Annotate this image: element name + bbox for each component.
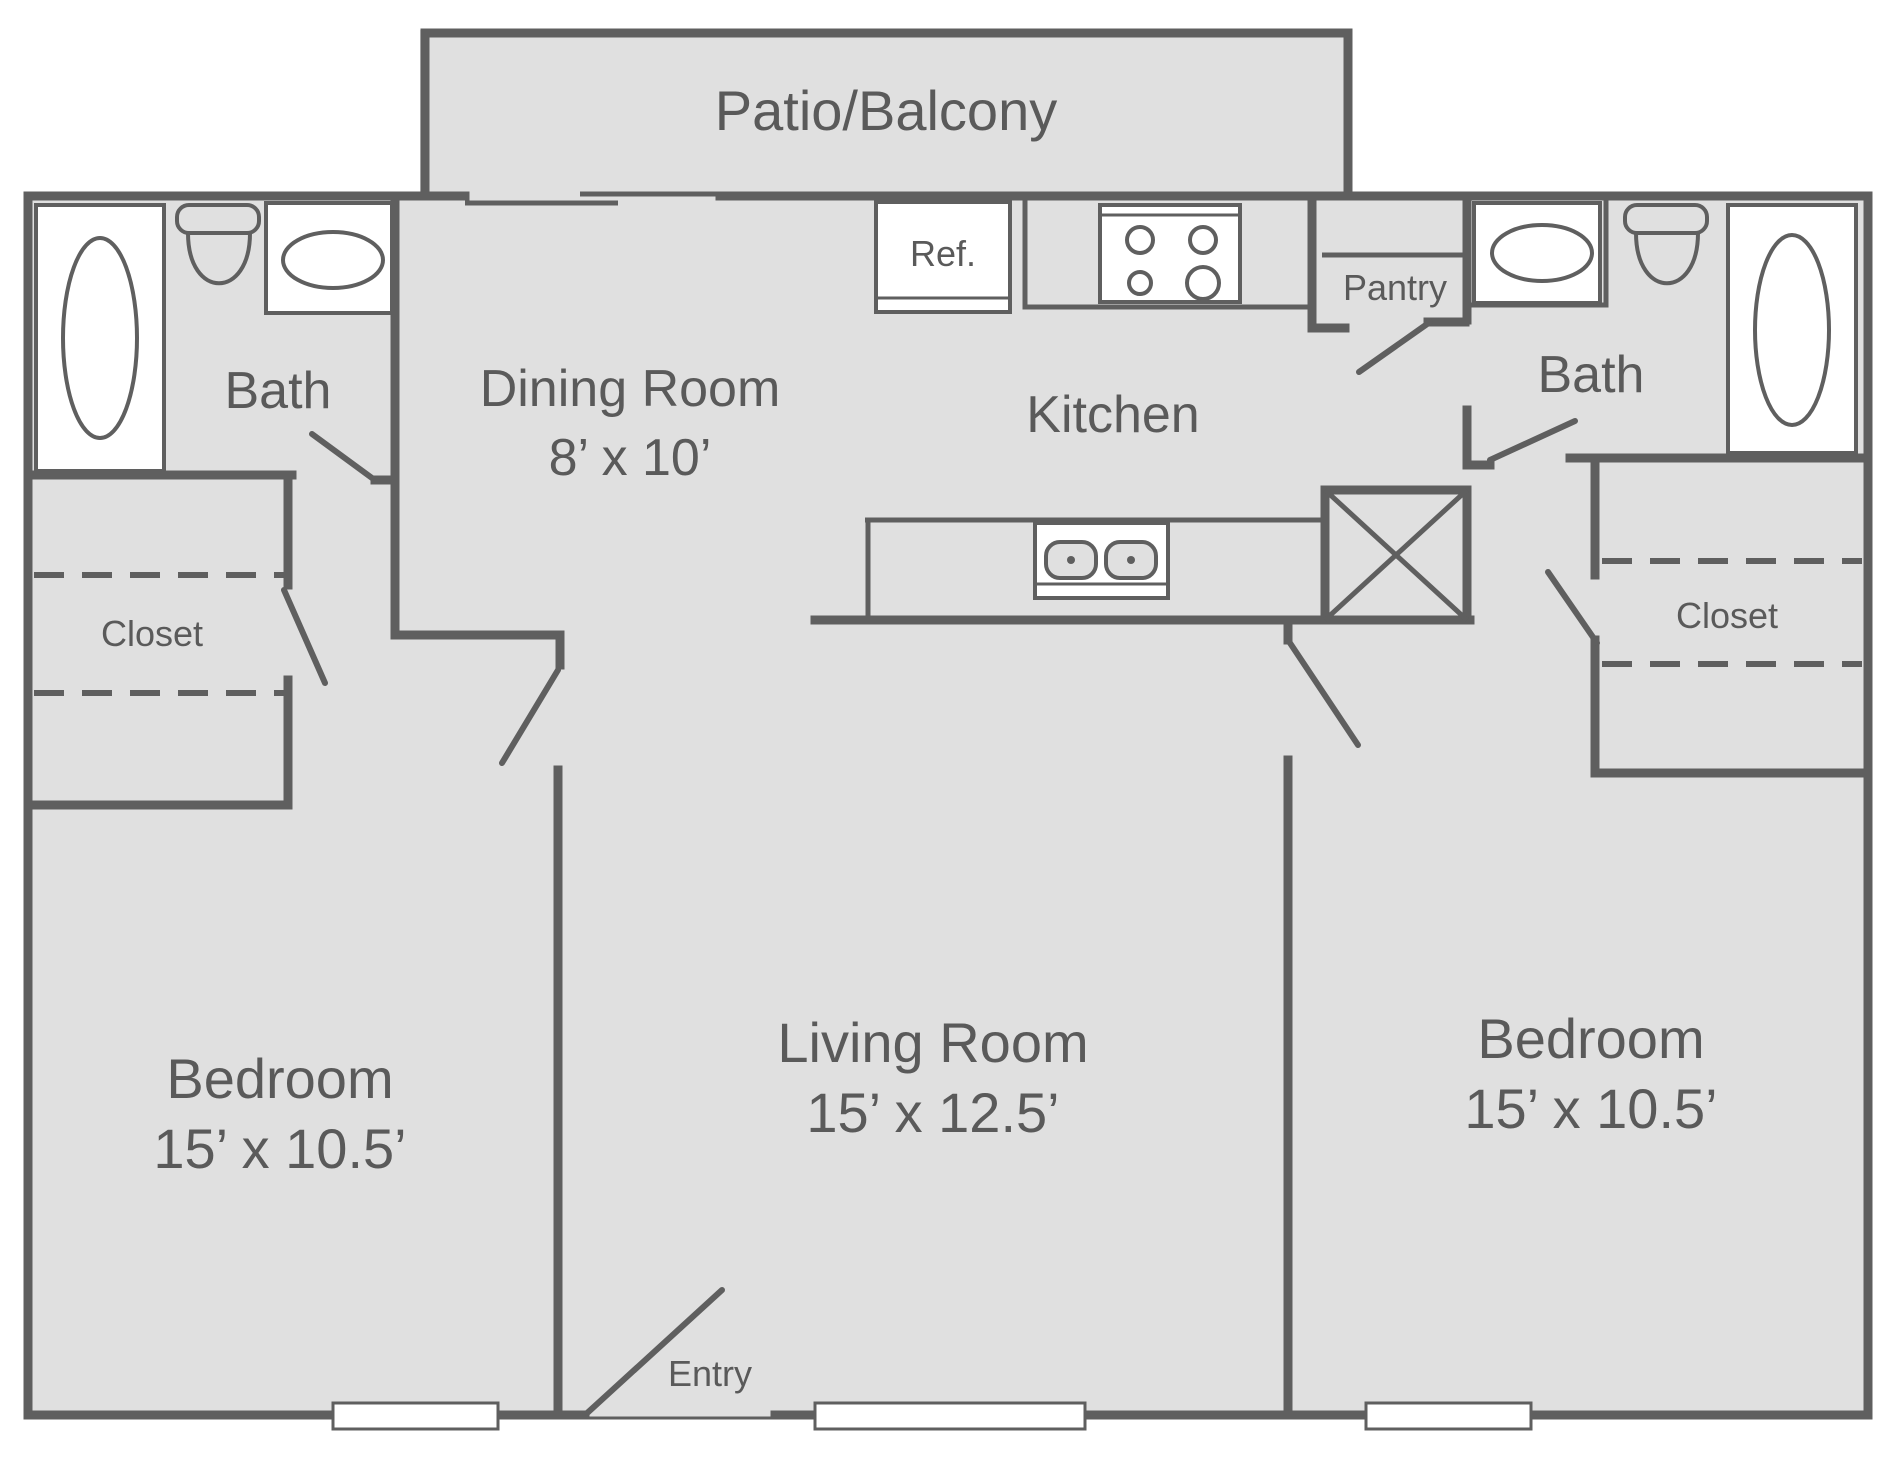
door-right-closet [1545,569,1600,646]
window-right-bedroom [1364,1401,1533,1431]
bedroom-left-size: 15’ x 10.5’ [153,1117,406,1180]
room-labels: Patio/Balcony Dining Room 8’ x 10’ Kitch… [101,79,1778,1394]
refrigerator-label: Ref. [910,233,976,274]
door-left-closet [281,587,328,686]
closet-right-label: Closet [1676,595,1778,636]
door-pantry [1356,319,1433,375]
closet-left-label: Closet [101,613,203,654]
bath-right-label: Bath [1538,346,1645,404]
bath-left-label: Bath [225,362,332,420]
window-left-bedroom [331,1401,500,1431]
walls [23,28,1873,1420]
dining-room-size: 8’ x 10’ [549,429,712,487]
left-bath-fixtures [34,201,394,473]
burner [1125,225,1155,255]
living-room-size: 15’ x 12.5’ [806,1081,1059,1144]
bedroom-right-size: 15’ x 10.5’ [1464,1077,1717,1140]
refrigerator [874,200,1012,314]
burner [1127,270,1153,296]
burner [1188,225,1218,255]
sliding-door [465,191,720,206]
door-entry [582,1287,725,1418]
bedroom-right-name: Bedroom [1477,1007,1704,1070]
toilet-left [175,203,261,235]
kitchen-label: Kitchen [1026,386,1199,444]
pantry-label: Pantry [1343,267,1447,308]
patio-label: Patio/Balcony [715,79,1057,142]
floor-fill [28,30,1868,1417]
door-left-bedroom [499,667,561,766]
window-living-room [813,1401,1087,1431]
windows [331,1401,1533,1431]
door-right-bath [1487,418,1578,463]
living-room-name: Living Room [777,1011,1088,1074]
door-swings [281,319,1600,1420]
kitchen-fixtures [874,200,1242,600]
entry-label: Entry [668,1353,752,1394]
dining-room-name: Dining Room [480,360,781,418]
toilet-right [1623,203,1709,235]
burner [1185,265,1221,301]
closet-shelves [34,558,1862,696]
door-right-bedroom [1285,637,1361,748]
door-left-bath [309,431,375,481]
right-bath-fixtures [1472,201,1858,455]
bedroom-left-name: Bedroom [166,1047,393,1110]
